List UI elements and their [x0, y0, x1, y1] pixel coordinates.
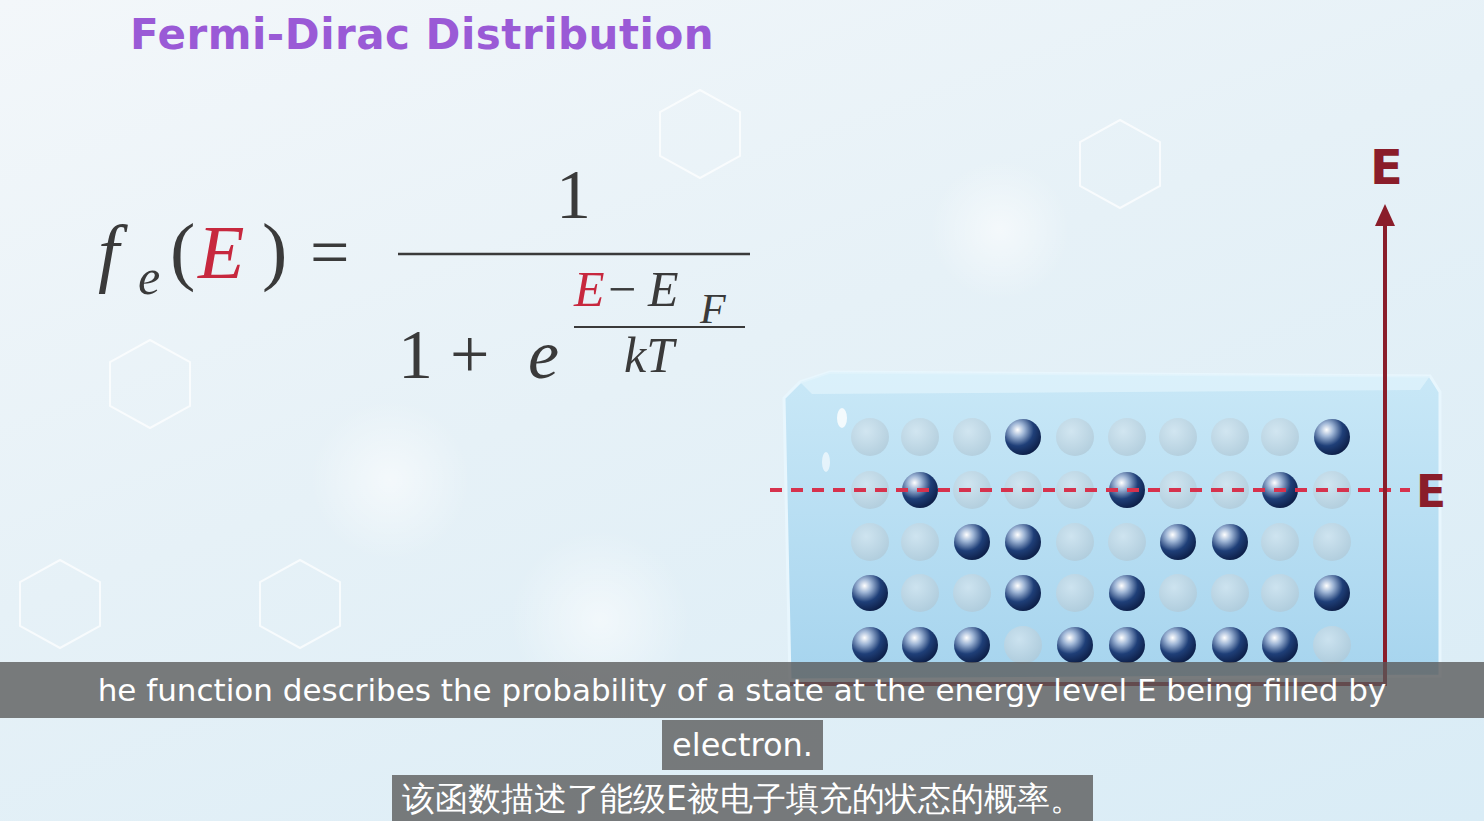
subtitle-box: 该函数描述了能级E被电子填充的状态的概率。: [392, 775, 1093, 821]
empty-state: [901, 574, 939, 612]
formula-symbol: E: [648, 264, 679, 314]
empty-state: [851, 523, 889, 561]
slide-title: Fermi-Dirac Distribution: [130, 14, 714, 56]
empty-state: [1261, 523, 1299, 561]
energy-state-lattice: [851, 418, 1351, 664]
formula-variable: E: [574, 264, 605, 314]
electron: [1160, 627, 1196, 663]
formula-paren: ): [262, 212, 287, 288]
formula-variable: E: [198, 214, 244, 290]
subtitle-text: 该函数描述了能级E被电子填充的状态的概率。: [402, 782, 1083, 815]
formula-subscript: e: [138, 252, 160, 302]
electron: [954, 627, 990, 663]
electron: [1262, 627, 1298, 663]
subtitle-text: electron.: [672, 729, 813, 761]
subtitle-text: he function describes the probability of…: [98, 675, 1387, 706]
axis-label: E: [1370, 143, 1403, 191]
electron: [1109, 575, 1145, 611]
electron: [1212, 524, 1248, 560]
empty-state: [1261, 418, 1299, 456]
empty-state: [1108, 523, 1146, 561]
formula-number: 1: [556, 160, 591, 230]
empty-state: [1108, 418, 1146, 456]
empty-state: [1056, 574, 1094, 612]
empty-state: [1211, 418, 1249, 456]
formula-operator: −: [608, 264, 636, 314]
electron: [852, 575, 888, 611]
empty-state: [953, 418, 991, 456]
empty-state: [1056, 418, 1094, 456]
empty-state: [1056, 523, 1094, 561]
empty-state: [1159, 418, 1197, 456]
empty-state: [851, 418, 889, 456]
empty-state: [1313, 626, 1351, 664]
electron: [1005, 524, 1041, 560]
electron: [1005, 575, 1041, 611]
empty-state: [1159, 574, 1197, 612]
empty-state: [1004, 626, 1042, 664]
axis-label: E: [1416, 470, 1446, 514]
electron: [1109, 627, 1145, 663]
formula-paren: (: [170, 212, 195, 288]
crystal-block: [784, 372, 1440, 680]
electron: [1160, 524, 1196, 560]
subtitle-box: he function describes the probability of…: [0, 662, 1484, 718]
formula-symbol: f: [98, 214, 119, 290]
subtitle-box: electron.: [662, 720, 823, 770]
electron: [852, 627, 888, 663]
electron: [1212, 627, 1248, 663]
energy-level-line: [770, 488, 1410, 492]
fraction-bar: [398, 253, 750, 256]
electron: [1057, 627, 1093, 663]
empty-state: [901, 523, 939, 561]
formula-operator: +: [450, 320, 489, 390]
empty-state: [901, 418, 939, 456]
electron: [902, 627, 938, 663]
empty-state: [953, 574, 991, 612]
electron: [1314, 419, 1350, 455]
electron: [1314, 575, 1350, 611]
axis-arrowhead: [1375, 204, 1395, 226]
electron: [954, 524, 990, 560]
empty-state: [1261, 574, 1299, 612]
formula-symbol: e: [528, 320, 559, 390]
empty-state: [1211, 574, 1249, 612]
electron: [1005, 419, 1041, 455]
formula-symbol: kT: [624, 330, 674, 380]
formula-subscript: F: [700, 288, 726, 330]
energy-axis: [1383, 222, 1387, 686]
formula-number: 1: [398, 320, 433, 390]
empty-state: [1313, 523, 1351, 561]
formula-equals: =: [310, 218, 349, 288]
